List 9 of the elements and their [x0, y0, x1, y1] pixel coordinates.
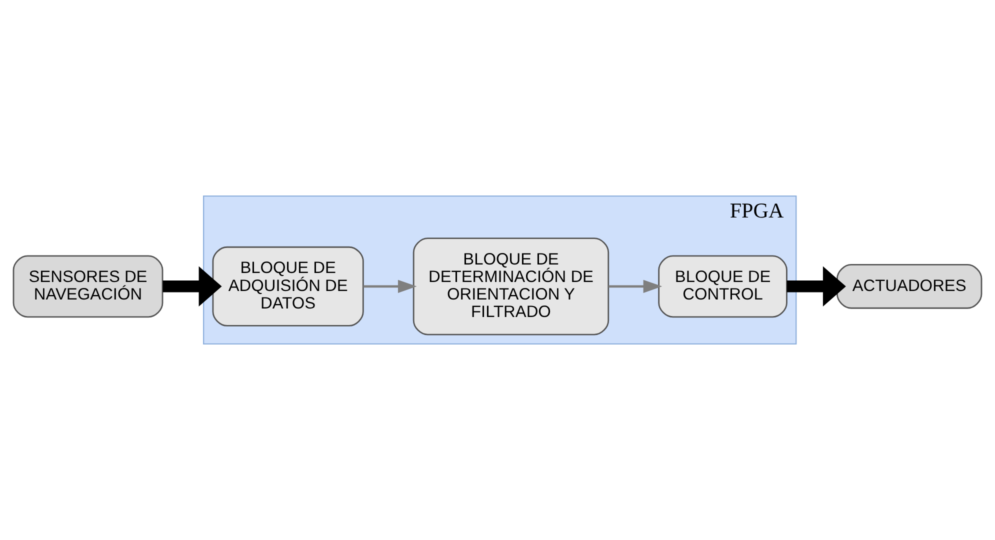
- node-box: BLOQUE DE DETERMINACIÓN DE ORIENTACION Y FILTRADO: [412, 238, 610, 336]
- arrow: [162, 266, 222, 307]
- arrow: [786, 266, 846, 307]
- arrow: [608, 280, 662, 293]
- node-box: ACTUADORES: [836, 264, 982, 309]
- arrow: [363, 280, 417, 293]
- node-box: BLOQUE DE ADQUISIÓN DE DATOS: [212, 246, 364, 326]
- node-box: SENSORES DE NAVEGACIÓN: [12, 255, 164, 318]
- node-box: BLOQUE DE CONTROL: [658, 255, 788, 318]
